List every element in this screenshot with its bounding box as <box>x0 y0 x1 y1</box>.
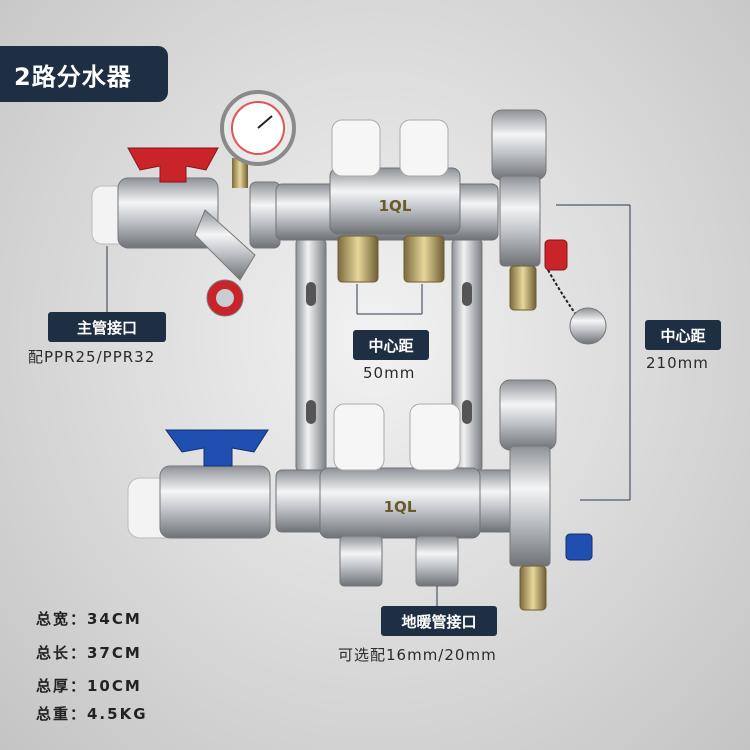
upper-cap-2 <box>399 119 449 177</box>
red-valve-handle <box>127 147 219 183</box>
lower-outlet-2 <box>415 535 459 587</box>
page-title: 2路分水器 <box>0 46 168 102</box>
spec-weight: 总重：4.5KG <box>36 705 148 723</box>
upper-cap-1 <box>331 119 381 177</box>
y-filter <box>194 209 256 281</box>
lower-air-vent <box>499 379 557 451</box>
spec-thickness: 总厚：10CM <box>36 677 142 695</box>
lower-cap-1 <box>333 403 385 471</box>
lower-ball-valve <box>159 465 271 539</box>
lower-outlet-1 <box>339 535 383 587</box>
lower-brand-mark: 1QL <box>384 498 417 516</box>
upper-brand-mark: 1QL <box>379 197 412 215</box>
upper-air-vent <box>491 109 547 181</box>
lower-cap-2 <box>409 403 461 471</box>
center-distance-v-tag: 中心距 <box>645 320 721 350</box>
floor-heating-spec: 可选配16mm/20mm <box>338 646 497 664</box>
left-bracket <box>295 239 327 471</box>
main-port-tag: 主管接口 <box>48 312 166 342</box>
center-distance-v-value: 210mm <box>646 354 709 372</box>
upper-outlet-1 <box>337 235 379 283</box>
blue-valve-handle <box>165 429 269 467</box>
center-distance-h-value: 50mm <box>363 364 416 382</box>
center-distance-h-tag: 中心距 <box>353 330 429 360</box>
drain-cap <box>569 307 607 345</box>
floor-heating-port-tag: 地暖管接口 <box>381 606 497 636</box>
main-port-spec: 配PPR25/PPR32 <box>28 348 156 366</box>
spec-length: 总长：37CM <box>36 644 142 662</box>
spec-width: 总宽：34CM <box>36 610 142 628</box>
upper-outlet-2 <box>403 235 445 283</box>
